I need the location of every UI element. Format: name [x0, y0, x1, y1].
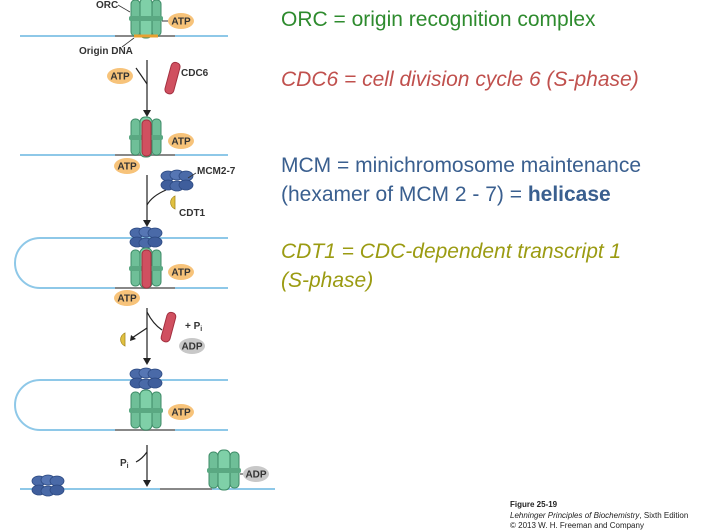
adp-badge [243, 466, 269, 482]
cdc6-protein [160, 311, 177, 343]
orc-definition: ORC = origin recognition complex [281, 8, 596, 31]
adp-badge [179, 338, 205, 354]
replication-initiation-diagram: ATP ORC Origin DNA ATP CDC6 ATP ATP MCM2… [14, 0, 275, 497]
mcm-definition-line2: (hexamer of MCM 2 - 7) = helicase [281, 183, 611, 206]
mcm-helicase [129, 367, 163, 390]
orc-complex [128, 0, 164, 39]
cdc6-protein [164, 61, 181, 95]
atp-label: ATP [171, 268, 191, 279]
cdt1-protein [170, 195, 176, 210]
book-citation: Lehninger Principles of Biochemistry, Si… [510, 511, 689, 520]
mcm-label: MCM2-7 [197, 166, 236, 177]
cdt1-definition-line1: CDT1 = CDC-dependent transcript 1 [281, 240, 622, 263]
origin-dna-label: Origin DNA [79, 46, 133, 57]
atp-badge [114, 290, 140, 306]
atp-badge [168, 13, 194, 29]
orc-complex [128, 389, 164, 431]
mcm-helicase [31, 474, 65, 497]
cdt1-label: CDT1 [179, 208, 206, 219]
cdt1-definition-line2: (S-phase) [281, 269, 374, 292]
atp-label: ATP [117, 162, 137, 173]
mcm-definition-line1: MCM = minichromosome maintenance [281, 154, 642, 177]
atp-badge [107, 68, 133, 84]
atp-label: ATP [117, 294, 137, 305]
atp-label: ATP [110, 72, 130, 83]
orc-complex [206, 449, 242, 491]
orc-label: ORC [96, 0, 118, 11]
pi-release-label: + Pi [185, 321, 202, 333]
adp-label: ADP [245, 470, 266, 481]
atp-badge [168, 264, 194, 280]
dna-loop [14, 379, 228, 431]
pi-label: Pi [120, 458, 129, 470]
atp-label: ATP [171, 408, 191, 419]
atp-badge [168, 404, 194, 420]
helicase-term: helicase [527, 183, 611, 206]
cdc6-protein [141, 249, 152, 289]
cdt1-protein [120, 332, 126, 347]
atp-label: ATP [171, 17, 191, 28]
copyright: © 2013 W. H. Freeman and Company [510, 521, 644, 530]
adp-label: ADP [181, 342, 202, 353]
cdc6-protein [141, 119, 152, 157]
cdc6-definition: CDC6 = cell division cycle 6 (S-phase) [281, 68, 639, 91]
dna-loop [14, 237, 228, 289]
atp-label: ATP [171, 137, 191, 148]
cdc6-label: CDC6 [181, 68, 209, 79]
figure-number: Figure 25-19 [510, 500, 558, 509]
mcm-helicase [160, 169, 194, 192]
atp-badge [114, 158, 140, 174]
atp-badge [168, 133, 194, 149]
